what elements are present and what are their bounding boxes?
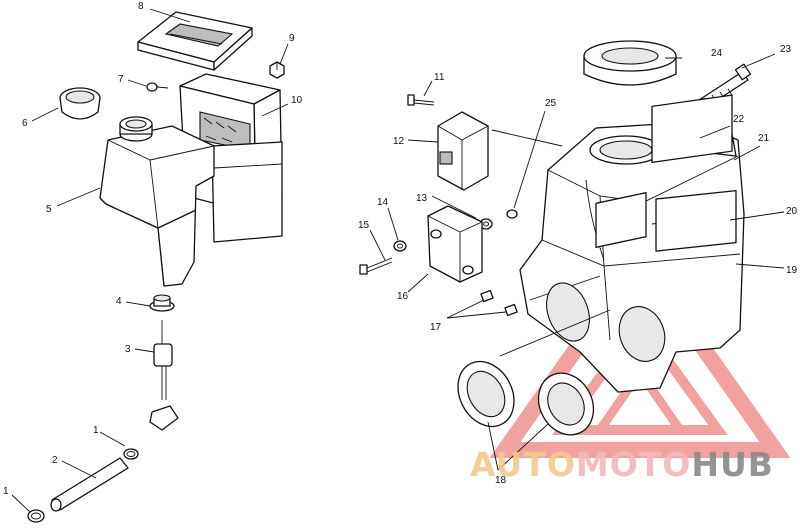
callout-17: 17 — [430, 322, 442, 333]
part-24-foam-ring — [583, 40, 677, 86]
callout-3: 3 — [125, 344, 131, 355]
part-4-grommet — [149, 294, 175, 312]
callout-13: 13 — [416, 193, 428, 204]
watermark-hub: HUB — [691, 445, 774, 484]
airbox-outlets — [546, 192, 666, 362]
callout-7: 7 — [118, 74, 124, 85]
part-18-boot-left — [457, 360, 515, 428]
part-25-screw — [506, 209, 518, 219]
leader-lines — [11, 8, 785, 513]
part-5-oil-tank — [99, 116, 215, 287]
callout-1a: 1 — [93, 425, 99, 436]
part-1-clamp-upper — [123, 448, 139, 460]
part-10-battery-box — [179, 73, 283, 243]
callout-9: 9 — [289, 33, 295, 44]
callout-14: 14 — [377, 197, 389, 208]
part-2-hose — [50, 457, 129, 512]
callout-4: 4 — [116, 296, 122, 307]
callout-22: 22 — [733, 114, 745, 125]
watermark-auto: AUTO — [470, 445, 576, 484]
part-14-washer — [393, 240, 407, 252]
callout-20: 20 — [786, 206, 798, 217]
callout-numbers: 1 1 2 3 4 5 6 7 8 9 10 11 12 13 14 15 16… — [3, 1, 798, 497]
callout-24: 24 — [711, 48, 723, 59]
part-8-cover — [137, 11, 253, 71]
callout-18: 18 — [495, 475, 507, 486]
callout-8: 8 — [138, 1, 144, 12]
part-9-nut — [269, 61, 285, 79]
callout-19: 19 — [786, 265, 798, 276]
part-11-bolt — [407, 94, 435, 106]
callout-12: 12 — [393, 136, 405, 147]
part-3-fitting — [149, 320, 179, 431]
callout-16: 16 — [397, 291, 409, 302]
callout-25: 25 — [545, 98, 557, 109]
callout-11: 11 — [434, 72, 445, 83]
part-1-clamp-lower — [27, 509, 45, 523]
part-7-screw — [146, 82, 169, 92]
callout-2: 2 — [52, 455, 58, 466]
callout-1b: 1 — [3, 486, 9, 497]
part-17-fittings — [480, 289, 518, 317]
part-6-cap — [59, 87, 101, 120]
part-16-coil — [427, 205, 483, 283]
callout-23: 23 — [780, 44, 792, 55]
callout-15: 15 — [358, 220, 370, 231]
part-12-module — [437, 111, 489, 191]
watermark-moto: MOTO — [576, 445, 691, 484]
callout-5: 5 — [46, 204, 52, 215]
part-19-lower-panel — [655, 189, 737, 252]
watermark-text: AUTOMOTOHUB — [470, 445, 774, 484]
part-15-bolt — [359, 257, 393, 275]
part-18-boot-right — [537, 372, 595, 436]
callout-10: 10 — [291, 95, 303, 106]
callout-6: 6 — [22, 118, 28, 129]
callout-21: 21 — [758, 133, 770, 144]
